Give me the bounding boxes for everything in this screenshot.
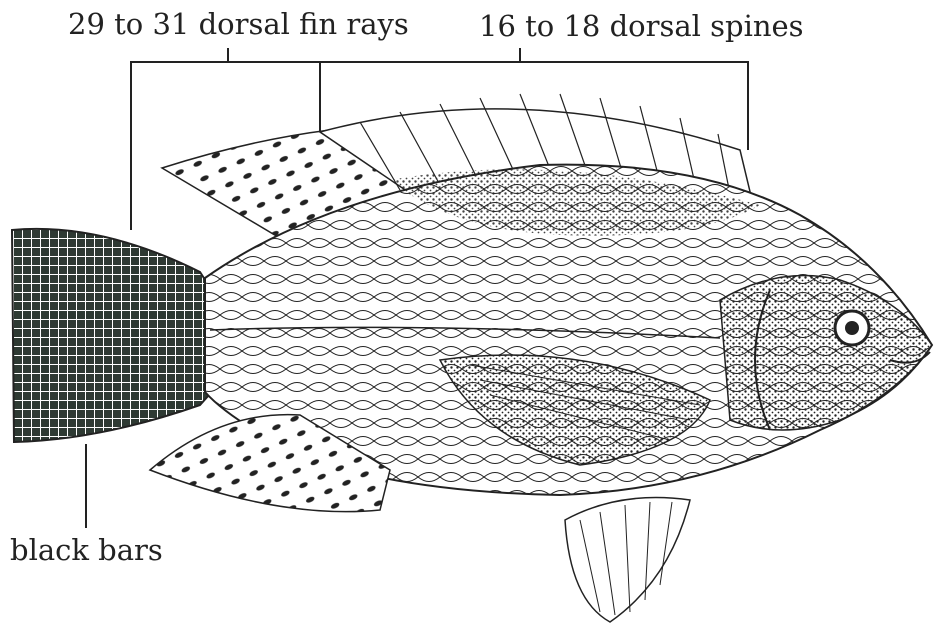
label-dorsal-fin-rays: 29 to 31 dorsal fin rays	[68, 10, 409, 39]
pelvic-fin	[565, 498, 690, 623]
label-black-bars: black bars	[10, 536, 163, 565]
label-dorsal-spines: 16 to 18 dorsal spines	[479, 12, 804, 41]
tail-fin	[12, 229, 222, 442]
